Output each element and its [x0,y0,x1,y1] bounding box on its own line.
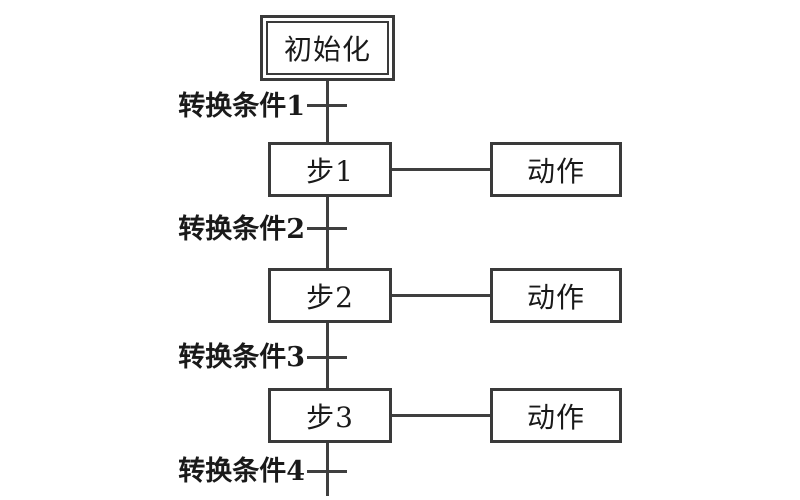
transition-bar-3 [307,356,347,359]
action-connector-3 [392,414,490,417]
step-box-1: 步1 [268,142,392,197]
transition-label-2: 转换条件2 [178,214,305,245]
step-box-2: 步2 [268,268,392,323]
step-label-3: 步3 [306,400,354,434]
action-label-1: 动作 [526,154,585,188]
action-connector-1 [392,168,490,171]
action-box-3: 动作 [490,388,622,443]
transition-label-4: 转换条件4 [178,456,305,487]
action-label-3: 动作 [526,400,585,434]
step-label-1: 步1 [306,154,354,188]
transition-bar-4 [307,470,347,473]
transition-bar-2 [307,227,347,230]
step-label-2: 步2 [306,280,354,314]
transition-label-3: 转换条件3 [178,342,305,373]
action-box-2: 动作 [490,268,622,323]
transition-bar-1 [307,104,347,107]
initial-step-label: 初始化 [266,21,389,75]
step-box-3: 步3 [268,388,392,443]
transition-label-1: 转换条件1 [178,91,305,122]
action-label-2: 动作 [526,280,585,314]
initial-step-box: 初始化 [260,15,395,81]
action-connector-2 [392,294,490,297]
action-box-1: 动作 [490,142,622,197]
